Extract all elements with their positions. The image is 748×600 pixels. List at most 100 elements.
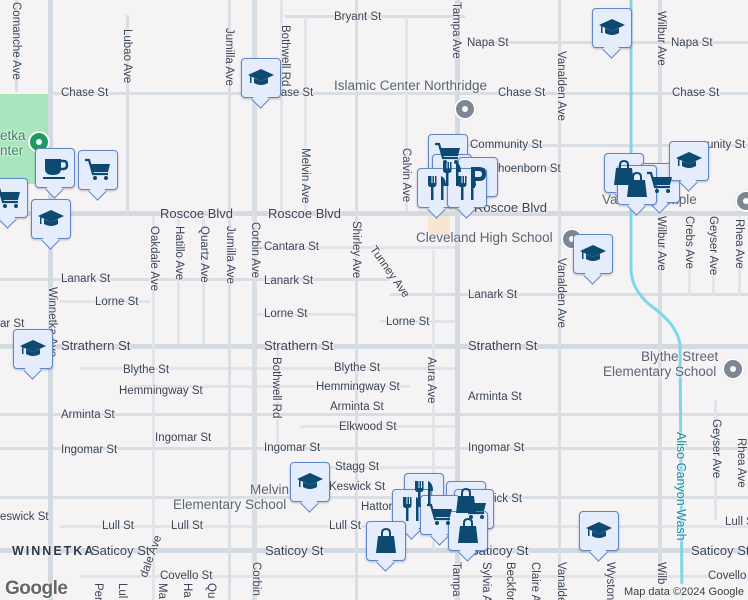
label-winnetka-center-2[interactable]: nter bbox=[0, 143, 24, 158]
shopping-marker[interactable] bbox=[366, 521, 406, 561]
label-blythe-2: Blythe St bbox=[334, 362, 381, 374]
label-covello-2: Covello St bbox=[708, 570, 748, 582]
label-geyser-1: Geyser Ave bbox=[707, 216, 719, 276]
google-logo: Google bbox=[5, 578, 68, 599]
road-hatillo bbox=[177, 216, 180, 344]
fork-knife-icon bbox=[443, 162, 461, 186]
school-marker[interactable] bbox=[573, 234, 613, 274]
label-jumilla-1: Jumilla Ave bbox=[223, 28, 235, 86]
label-oakdale: Oakdale Ave bbox=[148, 226, 160, 292]
label-schoenborn: hoenborn St bbox=[498, 163, 561, 175]
label-sylvia: Sylvia A bbox=[480, 562, 492, 600]
label-lull-4: Lull St bbox=[725, 516, 748, 528]
road-shirley bbox=[355, 0, 358, 600]
label-per: Per bbox=[92, 583, 104, 600]
road-vanalden bbox=[558, 0, 561, 600]
label-vanalden-3: Vanalde bbox=[555, 562, 567, 600]
graduation-cap-icon bbox=[580, 245, 606, 261]
school-marker[interactable] bbox=[579, 511, 619, 551]
label-comanche: Comanche Ave bbox=[10, 2, 22, 80]
label-wystone: Wystone bbox=[604, 562, 616, 600]
school-marker[interactable] bbox=[31, 199, 71, 239]
label-qu: Qu bbox=[205, 583, 217, 599]
label-strathern-3: Strathern St bbox=[468, 338, 538, 353]
label-blythe-school-1[interactable]: Blythe Street bbox=[641, 349, 719, 364]
label-islamic-center[interactable]: Islamic Center Northridge bbox=[334, 78, 488, 93]
label-wilbur-1: Wilbur Ave bbox=[655, 11, 667, 66]
label-chase-3: Chase St bbox=[498, 87, 546, 99]
label-ingomar-4: Ingomar St bbox=[155, 432, 212, 444]
graduation-cap-icon bbox=[297, 473, 323, 489]
road-lorne-c bbox=[255, 313, 355, 316]
label-claire: Claire A bbox=[529, 562, 541, 600]
road-lanark-w bbox=[0, 278, 390, 281]
road-keswick bbox=[0, 496, 748, 499]
label-napa-2: Napa St bbox=[671, 37, 713, 49]
label-lubao: Lubao Ave bbox=[121, 29, 133, 84]
label-hatton: Hatton bbox=[361, 501, 395, 513]
label-ingomar-partial: ar St bbox=[0, 318, 25, 330]
label-ingomar-3: Ingomar St bbox=[468, 442, 525, 454]
shopping-cart-icon bbox=[461, 497, 486, 519]
label-lanark-1: Lanark St bbox=[61, 273, 111, 285]
shopping-cart-icon bbox=[427, 503, 452, 525]
label-corbin-2: Corbin bbox=[250, 562, 262, 596]
school-marker[interactable] bbox=[669, 141, 709, 181]
map-attribution[interactable]: Map data ©2024 Google bbox=[619, 584, 748, 600]
grocery-marker[interactable] bbox=[78, 150, 118, 190]
label-geyser-2: Geyser Ave bbox=[710, 419, 722, 479]
cafe-marker[interactable] bbox=[35, 148, 75, 188]
temple-poi-icon[interactable] bbox=[735, 190, 748, 212]
label-winnetka-center-1[interactable]: etka bbox=[0, 128, 26, 143]
label-hemmingway-2: Hemmingway St bbox=[316, 381, 400, 393]
label-beckford: Beckford bbox=[504, 562, 516, 600]
label-community-1: Community St bbox=[470, 139, 543, 151]
label-crebs: Crebs Ave bbox=[683, 216, 695, 269]
shopping-cart-icon bbox=[0, 187, 20, 208]
label-arminta-3: Arminta St bbox=[468, 391, 522, 403]
road-covello bbox=[80, 575, 748, 578]
label-blythe-school-2[interactable]: Elementary School bbox=[603, 364, 717, 379]
label-wilbur-2: Wilbur Ave bbox=[655, 216, 667, 271]
road-bothwell bbox=[280, 0, 283, 210]
fork-knife-icon bbox=[428, 176, 446, 200]
label-saticoy-4: Saticoy St bbox=[691, 543, 748, 558]
graduation-cap-icon bbox=[20, 340, 46, 356]
road-lubao bbox=[126, 15, 129, 215]
label-keswick-1: Keswick St bbox=[329, 481, 386, 493]
school-marker[interactable] bbox=[592, 8, 632, 48]
label-wilbur-3: Wilb bbox=[655, 562, 667, 585]
label-winnetka-neighborhood: WINNETKA bbox=[12, 544, 96, 558]
graduation-cap-icon bbox=[599, 19, 625, 35]
campus-area bbox=[428, 212, 450, 234]
coffee-cup-icon bbox=[43, 159, 69, 179]
label-cleveland-high[interactable]: Cleveland High School bbox=[416, 230, 553, 245]
restaurant-marker[interactable] bbox=[447, 168, 487, 208]
school-marker[interactable] bbox=[290, 462, 330, 502]
label-melvin-school-1[interactable]: Melvin bbox=[250, 482, 290, 497]
road-lorne-w bbox=[60, 300, 150, 303]
road-oakdale bbox=[152, 216, 155, 600]
school-marker[interactable] bbox=[241, 58, 281, 98]
label-napa-1: Napa St bbox=[467, 37, 509, 49]
blythe-school-poi-icon[interactable] bbox=[722, 358, 744, 380]
road-bothwell-s bbox=[276, 349, 279, 449]
label-aura: Aura Ave bbox=[425, 357, 437, 404]
graduation-cap-icon bbox=[38, 210, 64, 226]
label-community-2: unity St bbox=[707, 139, 746, 151]
grocery-marker[interactable] bbox=[0, 178, 28, 218]
label-roscoe-1: Roscoe Blvd bbox=[160, 206, 233, 221]
mosque-poi-icon[interactable] bbox=[454, 98, 476, 120]
road-jumilla bbox=[228, 0, 231, 600]
shopping-bag-icon bbox=[627, 171, 647, 197]
label-lorne-2: Lorne St bbox=[264, 308, 308, 320]
label-saticoy-2: Saticoy St bbox=[265, 543, 324, 558]
label-melvin-school-2[interactable]: Elementary School bbox=[173, 497, 287, 512]
school-marker[interactable] bbox=[13, 329, 53, 369]
label-lorne-1: Lorne St bbox=[95, 296, 139, 308]
shopping-bag-icon bbox=[458, 517, 478, 543]
grocery-marker[interactable] bbox=[420, 495, 460, 535]
fork-knife-icon bbox=[458, 176, 476, 200]
label-elkwood: Elkwood St bbox=[339, 421, 397, 433]
